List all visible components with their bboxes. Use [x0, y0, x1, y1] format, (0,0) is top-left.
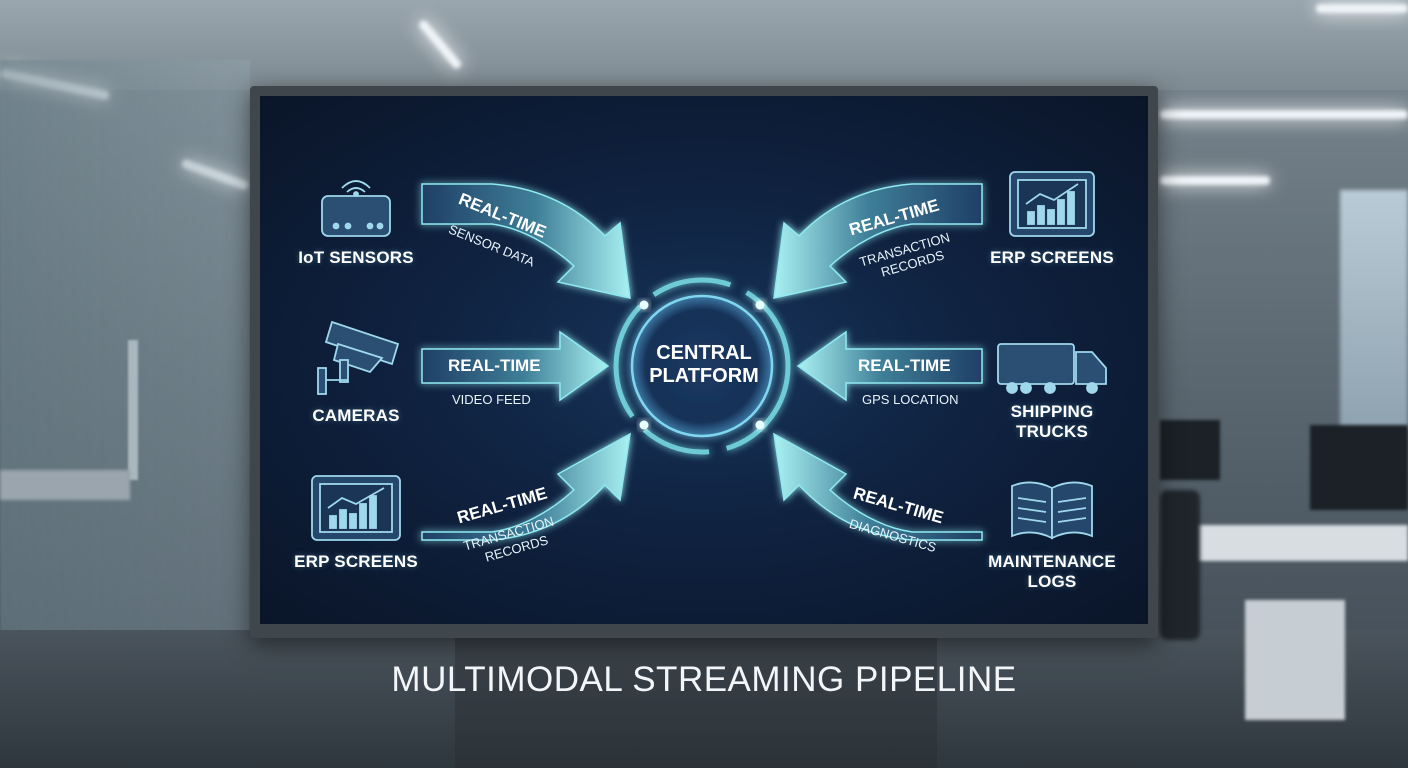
- glass-wall: [0, 60, 250, 640]
- stream-detail: VIDEO FEED: [452, 392, 531, 407]
- book-icon: [1011, 481, 1093, 540]
- center-line: PLATFORM: [649, 365, 759, 387]
- source-label-erp-screens-right: ERP SCREENS: [990, 248, 1114, 267]
- hub-node: [755, 420, 765, 430]
- hub-core: [630, 294, 774, 438]
- background-monitor: [1310, 425, 1408, 510]
- stream-arrow-gps-location: [796, 330, 983, 402]
- source-label-erp-screens: ERP SCREENS: [294, 552, 418, 571]
- source-label-cameras: CAMERAS: [312, 406, 400, 425]
- monitor-screen: REAL-TIME SENSOR DATA REAL-TIME VIDEO FE…: [260, 96, 1148, 624]
- source-label-iot-sensors: IoT SENSORS: [298, 248, 414, 267]
- door-handle: [128, 340, 138, 480]
- stream-tag: REAL-TIME: [858, 356, 951, 375]
- hub-node: [755, 300, 765, 310]
- router-icon: [321, 180, 391, 237]
- label-line: TRUCKS: [1015, 422, 1089, 441]
- chart-tablet-icon: [1009, 171, 1095, 237]
- monitor-stand: [455, 636, 937, 768]
- central-platform-label: CENTRAL PLATFORM: [612, 342, 796, 388]
- pipeline-diagram: [311, 171, 1107, 541]
- hub-node: [639, 420, 649, 430]
- truck-icon: [997, 343, 1107, 394]
- stream-arrow-transaction-left: [421, 432, 631, 541]
- chart-tablet-icon: [311, 475, 401, 541]
- office-chair: [1160, 490, 1200, 640]
- desk-drawers: [1245, 600, 1345, 720]
- stream-arrow-transaction-right: [773, 183, 983, 299]
- stream-detail: GPS LOCATION: [862, 392, 959, 407]
- office-desk: [1190, 525, 1408, 561]
- camera-icon: [317, 320, 400, 395]
- hub-outer-ring: [613, 277, 791, 455]
- label-line: SHIPPING: [1010, 402, 1094, 421]
- stream-tag: REAL-TIME: [448, 356, 541, 375]
- office-window: [1340, 190, 1408, 430]
- center-line: CENTRAL: [656, 342, 752, 364]
- page-title: MULTIMODAL STREAMING PIPELINE: [391, 660, 1017, 699]
- central-hub: [613, 277, 791, 455]
- label-line: LOGS: [1027, 572, 1077, 591]
- source-label-maintenance-logs: MAINTENANCE LOGS: [972, 552, 1132, 592]
- stream-arrow-diagnostics: [773, 432, 983, 541]
- ceiling-light: [1316, 4, 1408, 13]
- stream-arrow-video-feed: [421, 330, 610, 402]
- label-line: MAINTENANCE: [988, 552, 1116, 571]
- source-label-shipping-trucks: SHIPPING TRUCKS: [982, 402, 1122, 442]
- ceiling-light: [1160, 110, 1408, 119]
- ceiling-light: [1160, 176, 1270, 185]
- hub-node: [639, 300, 649, 310]
- office-desk: [0, 470, 130, 500]
- stream-arrow-sensor-data: [421, 183, 631, 299]
- background-monitor: [1160, 420, 1220, 480]
